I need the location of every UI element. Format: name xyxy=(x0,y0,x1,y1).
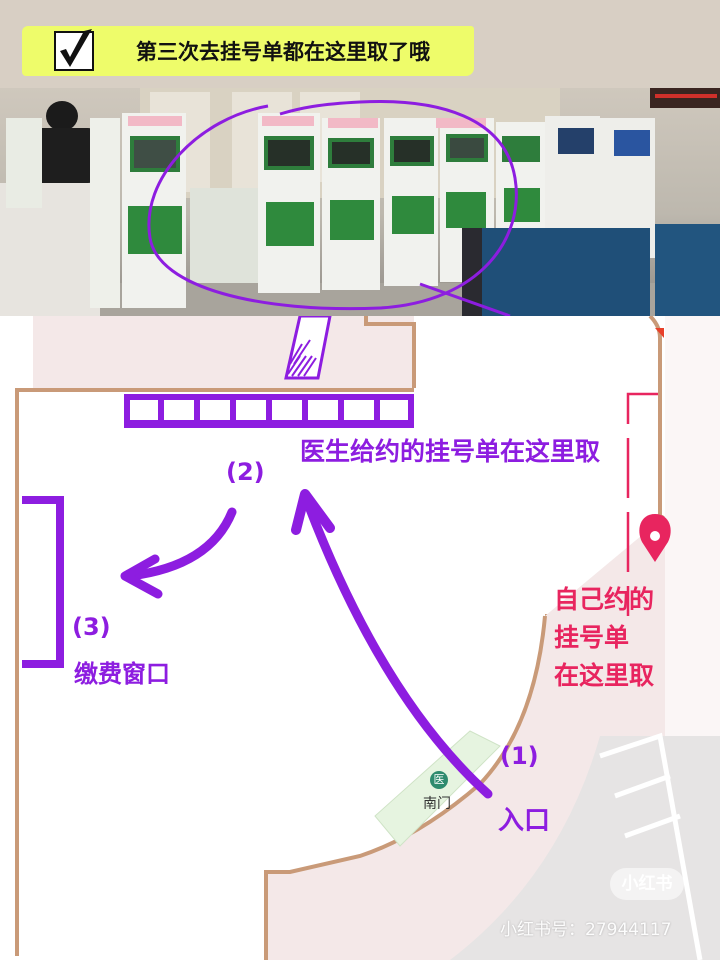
checked-box-icon xyxy=(54,29,94,71)
banner-title: 第三次去挂号单都在这里取了哦 xyxy=(136,40,430,64)
floor-map xyxy=(0,316,720,960)
header-band: 第三次去挂号单都在这里取了哦 xyxy=(0,0,720,88)
title-banner: 第三次去挂号单都在这里取了哦 xyxy=(22,26,474,76)
kiosk-photo xyxy=(0,88,720,316)
